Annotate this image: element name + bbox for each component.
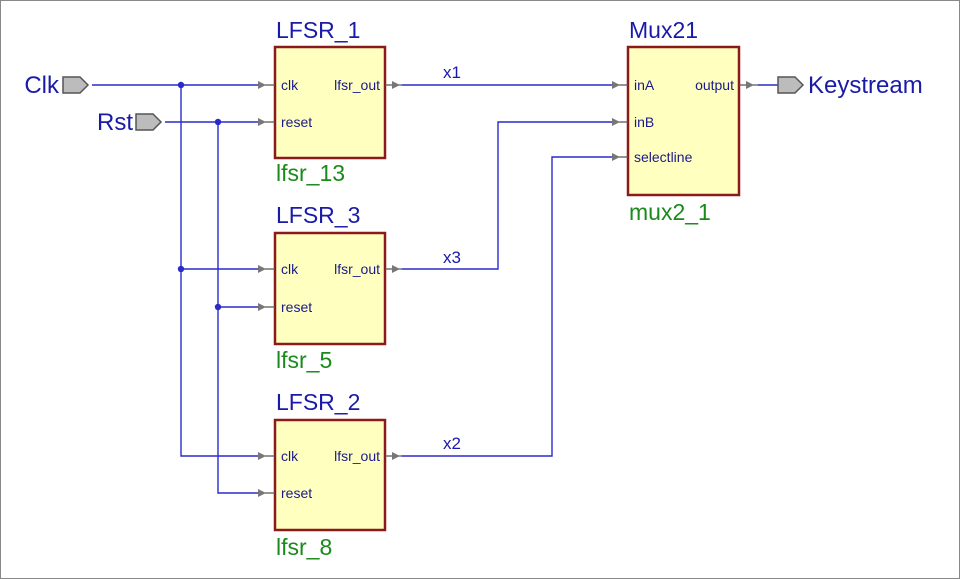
lfsr-2-reset-pin: reset (281, 485, 312, 501)
pin-arrow-icon (258, 489, 266, 497)
lfsr-2-title: LFSR_2 (276, 389, 360, 415)
junction-dot (214, 118, 222, 126)
lfsr-1-block[interactable]: LFSR_1 clk reset lfsr_out lfsr_13 (258, 17, 402, 186)
junctions (177, 81, 222, 311)
pin-arrow-icon (612, 118, 620, 126)
junction-dot (177, 81, 185, 89)
lfsr-3-instance: lfsr_5 (276, 347, 332, 373)
lfsr-2-instance: lfsr_8 (276, 534, 332, 560)
x2-wire (402, 156, 615, 457)
lfsr-3-title: LFSR_3 (276, 202, 360, 228)
mux21-title: Mux21 (629, 17, 698, 43)
keystream-port-label: Keystream (808, 72, 923, 99)
lfsr-1-reset-pin: reset (281, 114, 312, 130)
lfsr-3-body (273, 231, 387, 346)
pin-arrow-icon (392, 81, 400, 89)
rst-input-port[interactable]: Rst (97, 109, 163, 136)
pin-arrow-icon (258, 303, 266, 311)
mux-instance: mux2_1 (629, 199, 711, 225)
rst-port-label: Rst (97, 109, 133, 136)
mux-selectline-pin: selectline (634, 149, 693, 165)
clk-input-port[interactable]: Clk (24, 72, 90, 99)
pin-arrow-icon (612, 81, 620, 89)
rst-port-icon (135, 113, 163, 131)
lfsr-3-clk-pin: clk (281, 261, 299, 277)
lfsr-2-out-pin: lfsr_out (334, 448, 380, 464)
pin-arrow-icon (746, 81, 754, 89)
mux-ina-pin: inA (634, 77, 655, 93)
lfsr-2-body (273, 418, 387, 532)
junction-dot (214, 303, 222, 311)
pin-arrow-icon (258, 265, 266, 273)
pin-arrow-icon (392, 452, 400, 460)
rst-wire-trunk (217, 122, 258, 494)
lfsr-3-out-pin: lfsr_out (334, 261, 380, 277)
lfsr-1-out-pin: lfsr_out (334, 77, 380, 93)
lfsr-3-block[interactable]: LFSR_3 clk reset lfsr_out lfsr_5 (258, 202, 402, 373)
keystream-output-port[interactable]: Keystream (777, 72, 923, 99)
mux21-block[interactable]: Mux21 inA inB selectline output mux2_1 (611, 17, 758, 225)
pin-arrow-icon (392, 265, 400, 273)
lfsr-1-instance: lfsr_13 (276, 160, 345, 186)
x3-wire (402, 121, 615, 270)
pin-arrow-icon (258, 118, 266, 126)
keystream-port-icon (777, 76, 805, 94)
clk-port-label: Clk (24, 72, 60, 99)
net-label-x3: x3 (443, 248, 461, 267)
pin-arrow-icon (258, 81, 266, 89)
lfsr-2-block[interactable]: LFSR_2 clk reset lfsr_out lfsr_8 (258, 389, 402, 560)
lfsr-1-body (273, 45, 387, 160)
lfsr-1-title: LFSR_1 (276, 17, 360, 43)
net-label-x1: x1 (443, 63, 461, 82)
lfsr-1-clk-pin: clk (281, 77, 299, 93)
lfsr-3-reset-pin: reset (281, 299, 312, 315)
pin-arrow-icon (612, 153, 620, 161)
mux-inb-pin: inB (634, 114, 654, 130)
junction-dot (177, 265, 185, 273)
lfsr-2-clk-pin: clk (281, 448, 299, 464)
clk-wire-trunk (180, 85, 258, 457)
clk-port-icon (62, 76, 90, 94)
wires (92, 84, 778, 494)
net-label-x2: x2 (443, 434, 461, 453)
pin-arrow-icon (258, 452, 266, 460)
mux-output-pin: output (695, 77, 734, 93)
mux21-body (626, 45, 741, 197)
